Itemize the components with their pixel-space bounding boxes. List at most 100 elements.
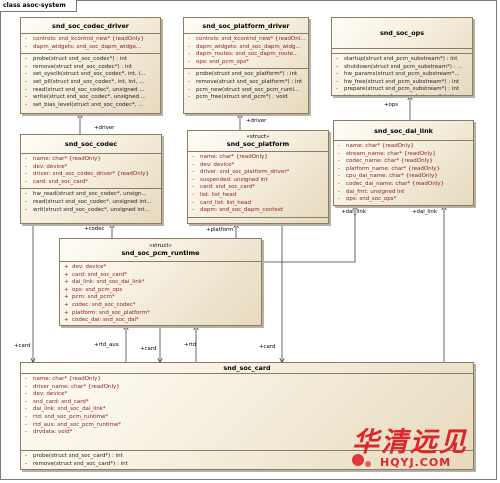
- class-operation[interactable]: -hw_read(struct snd_soc_codec*, unsign..…: [25, 191, 159, 199]
- class-operation[interactable]: -writ(struct snd_soc_codec*, unsigned in…: [25, 207, 159, 215]
- class-attribute[interactable]: +card: snd_soc_card*: [64, 272, 259, 280]
- class-snd-soc-dai-link[interactable]: snd_soc_dai_link -name: char* {readOnly}…: [333, 120, 474, 206]
- class-snd-soc-codec-driver[interactable]: snd_soc_codec_driver -controls: snd_kcon…: [20, 17, 161, 114]
- class-operation[interactable]: -read(struct snd_soc_codec*, unsigned in…: [25, 199, 159, 207]
- visibility-marker: -: [192, 191, 194, 198]
- class-attribute[interactable]: -ops: snd_soc_ops*: [338, 196, 471, 204]
- class-attribute[interactable]: -suspended: unsigned int: [192, 177, 326, 185]
- visibility-marker: -: [25, 391, 27, 398]
- operation-text: writ(struct snd_soc_codec*, unsigned int…: [33, 206, 150, 213]
- label-rtd: +rtd: [184, 342, 197, 348]
- class-attribute[interactable]: -list: list_head: [192, 192, 326, 200]
- class-attribute[interactable]: -dev: device*: [25, 391, 471, 399]
- class-attribute[interactable]: -rtd_aux: snd_soc_pcm_runtime*: [25, 422, 471, 430]
- class-attribute[interactable]: -snd_card: snd_card*: [25, 399, 471, 407]
- class-operation[interactable]: -hw_params(struct snd_pcm_substream*...: [336, 71, 470, 79]
- class-attribute[interactable]: -controls: snd_kcontrol_new* {readOnly}: [25, 36, 158, 44]
- class-operation[interactable]: -set_sysclk(struct snd_soc_codec*, int, …: [25, 71, 158, 79]
- class-snd-soc-ops[interactable]: snd_soc_ops -startup(struct snd_pcm_subs…: [331, 17, 473, 96]
- class-operation[interactable]: -hw_free(struct snd_pcm_substream*) : in…: [336, 79, 470, 87]
- class-operation[interactable]: -startup(struct snd_pcm_substream*) : in…: [336, 56, 470, 64]
- class-attribute[interactable]: -driver: snd_soc_platform_driver*: [192, 169, 326, 177]
- class-attribute[interactable]: -codec_name: char* {readOnly}: [338, 158, 471, 166]
- attribute-text: pcm: snd_pcm*: [72, 294, 115, 301]
- class-operation[interactable]: -probe(struct snd_soc_codec*) : int: [25, 56, 158, 64]
- class-attribute[interactable]: -controls: snd_kcontrol_new* {readOnl...: [188, 36, 306, 44]
- class-attribute[interactable]: +pcm: snd_pcm*: [64, 294, 259, 302]
- class-attribute[interactable]: +dai_link: snd_soc_dai_link*: [64, 279, 259, 287]
- attribute-text: stream_name: char* {readOnly}: [346, 150, 436, 157]
- class-attribute[interactable]: -dapm_routes: snd_soc_dapm_route...: [188, 51, 306, 59]
- class-attribute[interactable]: +codec: snd_soc_codec*: [64, 302, 259, 310]
- class-attribute[interactable]: -name: char* {readOnly}: [192, 154, 326, 162]
- class-snd-soc-card[interactable]: snd_soc_card -name: char* {readOnly}-dri…: [20, 362, 474, 470]
- attribute-text: cpu_dai_name: char* {readOnly}: [346, 173, 438, 180]
- class-attribute[interactable]: -driver_name: char* {readOnly}: [25, 384, 471, 392]
- visibility-marker: -: [25, 398, 27, 405]
- visibility-marker: -: [25, 101, 27, 108]
- class-attribute[interactable]: -cpu_dai_name: char* {readOnly}: [338, 173, 471, 181]
- class-attribute[interactable]: -dai_link: snd_soc_dai_link*: [25, 406, 471, 414]
- class-operation[interactable]: -write(struct snd_soc_codec*, unsigned .…: [25, 94, 158, 102]
- class-operation[interactable]: -shutdown(struct snd_pcm_substream*) : .…: [336, 64, 470, 72]
- class-attribute[interactable]: -card: snd_soc_card*: [192, 184, 326, 192]
- class-operation[interactable]: -pcm_new(struct snd_soc_pcm_runti...: [188, 87, 306, 95]
- attributes-section: [332, 49, 472, 54]
- attribute-text: name: char* {readOnly}: [33, 156, 101, 162]
- class-operation[interactable]: -set_bias_level(struct snd_soc_codec*, .…: [25, 102, 158, 110]
- operations-section: -startup(struct snd_pcm_substream*) : in…: [332, 54, 472, 95]
- class-operation[interactable]: -remove(struct snd_soc_platform*) : int: [188, 79, 306, 87]
- class-operation[interactable]: -set_pll(struct snd_soc_codec*, int, int…: [25, 79, 158, 87]
- class-attribute[interactable]: +platform: snd_soc_platform*: [64, 310, 259, 318]
- attribute-text: dai_link: snd_soc_dai_link*: [33, 406, 106, 413]
- class-operation[interactable]: -probe(struct snd_soc_platform*) : int: [188, 71, 306, 79]
- attribute-text: card: snd_soc_card*: [72, 271, 128, 278]
- class-operation[interactable]: -pcm_free(struct snd_pcm*) : void: [188, 94, 306, 102]
- attribute-text: suspended: unsigned int: [200, 176, 268, 183]
- class-operation[interactable]: -read(struct snd_soc_codec*, unsigned ..…: [25, 87, 158, 95]
- class-attribute[interactable]: -name: char* {readOnly}: [338, 143, 471, 151]
- visibility-marker: -: [336, 78, 338, 85]
- class-attribute[interactable]: -ops: snd_pcm_ops*: [188, 59, 306, 67]
- class-name: snd_soc_platform: [226, 140, 290, 148]
- class-attribute[interactable]: +cpu_dai: snd_soc_dai*: [64, 325, 259, 326]
- class-attribute[interactable]: +dev: device*: [64, 264, 259, 272]
- class-attribute[interactable]: -card: snd_soc_card*: [25, 179, 159, 187]
- class-attribute[interactable]: -name: char* {readOnly}: [25, 156, 159, 164]
- class-attribute[interactable]: -card_list: list_head: [192, 200, 326, 208]
- attribute-text: drvdata: void*: [33, 429, 73, 436]
- attribute-text: controls: snd_kcontrol_new* {readOnl...: [196, 36, 306, 42]
- class-attribute[interactable]: +codec_dai: snd_soc_dai*: [64, 317, 259, 325]
- attributes-section: +dev: device*+card: snd_soc_card*+dai_li…: [60, 262, 261, 326]
- class-attribute[interactable]: +ops: snd_pcm_ops: [64, 287, 259, 295]
- class-attribute[interactable]: -dai_fmt: unsigned int: [338, 189, 471, 197]
- class-attribute[interactable]: -dev: device*: [192, 162, 326, 170]
- class-snd-soc-platform-driver[interactable]: snd_soc_platform_driver -controls: snd_k…: [183, 17, 309, 114]
- class-attribute[interactable]: -rtd: snd_soc_pcm_runtime*: [25, 414, 471, 422]
- class-operation[interactable]: -trigger(struct snd_pcm_substream*, int)…: [336, 94, 470, 95]
- attribute-text: driver_name: char* {readOnly}: [33, 383, 120, 390]
- attribute-text: ops: snd_pcm_ops*: [196, 58, 250, 65]
- class-attribute[interactable]: -name: char* {readOnly}: [25, 376, 471, 384]
- class-snd-soc-pcm-runtime[interactable]: «struct» snd_soc_pcm_runtime +dev: devic…: [59, 238, 262, 326]
- class-operation[interactable]: -prepare(struct snd_pcm_substream*) : in…: [336, 86, 470, 94]
- class-attribute[interactable]: -platform_name: char* {readOnly}: [338, 166, 471, 174]
- class-attribute[interactable]: -stream_name: char* {readOnly}: [338, 151, 471, 159]
- class-attribute[interactable]: -driver: snd_soc_codec_driver* {readOnly…: [25, 171, 159, 179]
- class-attribute[interactable]: -drvdata: void*: [25, 429, 471, 437]
- visibility-marker: +: [64, 325, 72, 326]
- attribute-text: card: snd_soc_card*: [33, 178, 89, 185]
- class-attribute[interactable]: -dev: device*: [25, 164, 159, 172]
- class-snd-soc-platform[interactable]: «struct» snd_soc_platform -name: char* {…: [187, 130, 329, 224]
- class-attribute[interactable]: -dapm_widgets: snd_soc_dapm_widg...: [188, 44, 306, 52]
- label-dai-link-left: +dai_link: [341, 209, 366, 215]
- class-attribute[interactable]: -codec_dai_name: char* {readOnly}: [338, 181, 471, 189]
- class-attribute[interactable]: -dapm_widgets: snd_soc_dapm_widge...: [25, 44, 158, 52]
- operation-text: hw_free(struct snd_pcm_substream*) : int: [344, 78, 460, 85]
- visibility-marker: -: [336, 63, 338, 70]
- class-operation[interactable]: -remove(struct snd_soc_card*) : int: [25, 461, 471, 469]
- class-snd-soc-codec[interactable]: snd_soc_codec -name: char* {readOnly}-de…: [20, 134, 162, 224]
- class-operation[interactable]: -remove(struct snd_soc_codec*) : int: [25, 64, 158, 72]
- class-operation[interactable]: -probe(struct snd_soc_card*) : int: [25, 453, 471, 461]
- class-attribute[interactable]: -dapm: snd_soc_dapm_context: [192, 207, 326, 215]
